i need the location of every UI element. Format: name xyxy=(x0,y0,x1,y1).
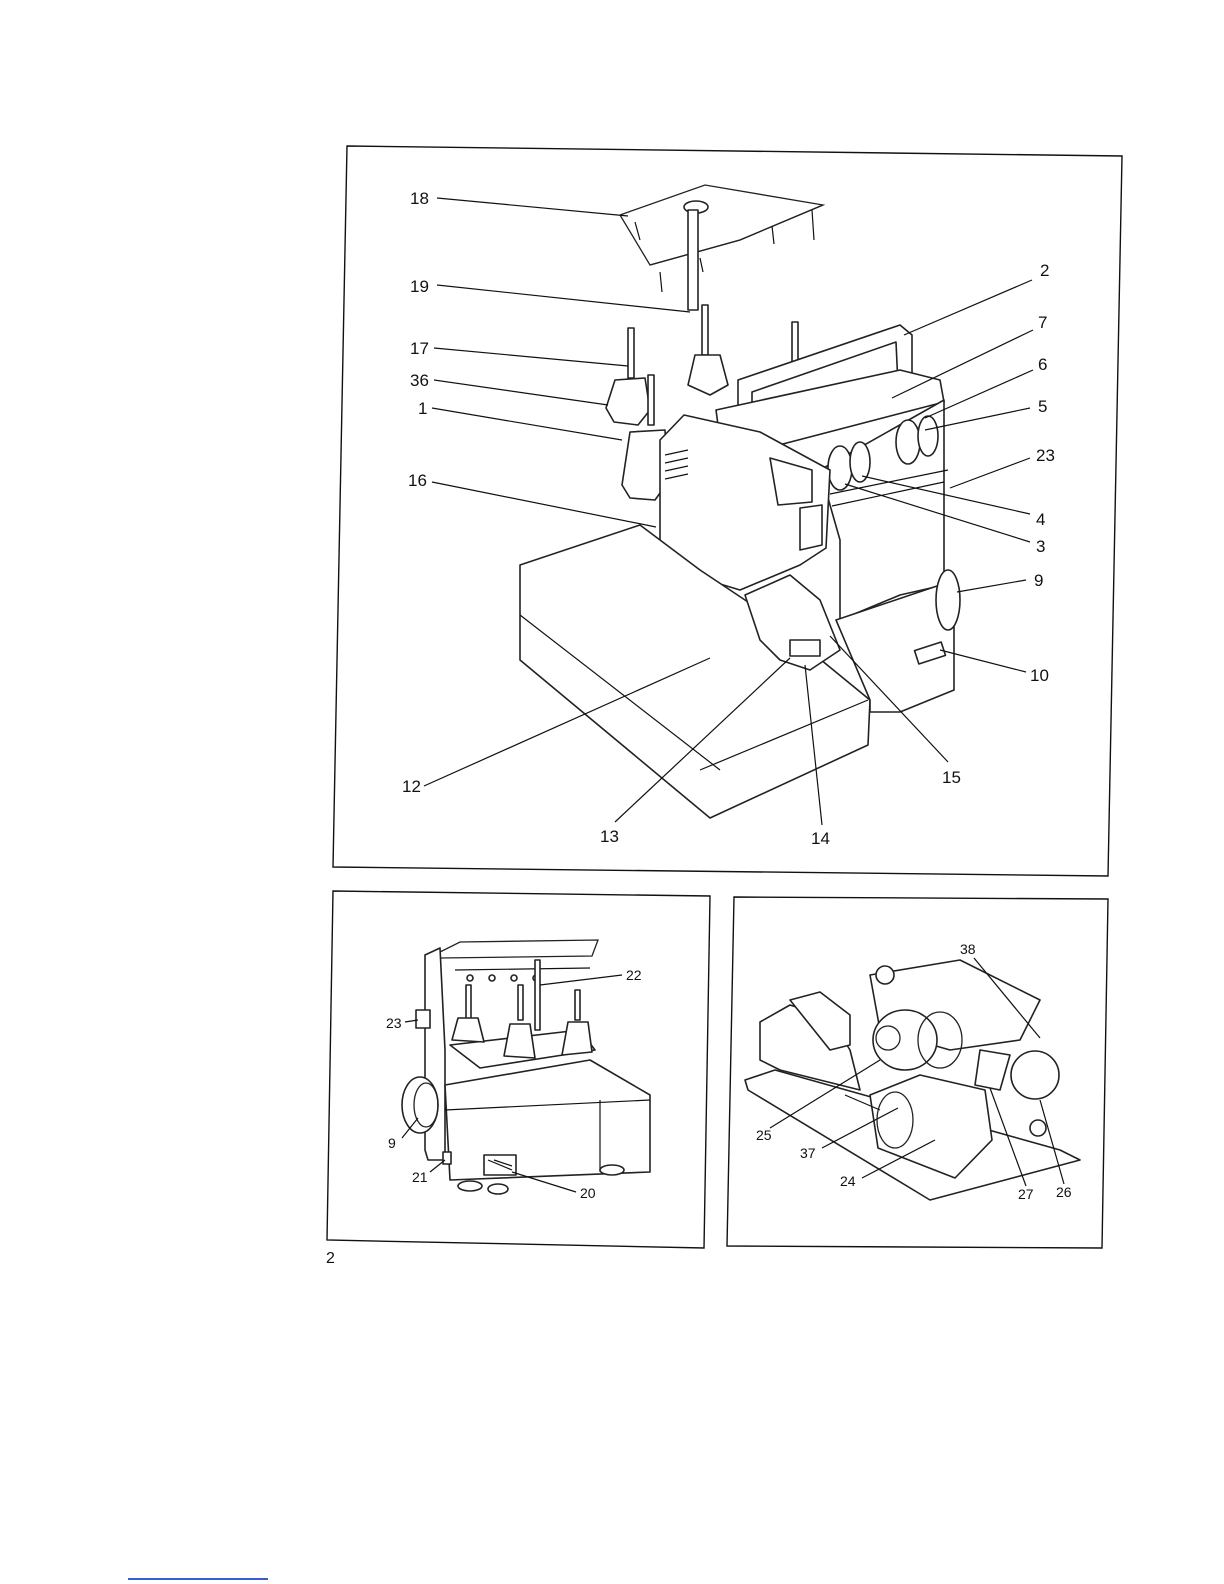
inner-label-24: 24 xyxy=(840,1173,856,1189)
main-label-7: 7 xyxy=(1038,313,1047,332)
main-label-18: 18 xyxy=(410,189,429,208)
main-label-15: 15 xyxy=(942,768,961,787)
rear-knob-23 xyxy=(416,1010,430,1028)
main-label-10: 10 xyxy=(1030,666,1049,685)
rear-thread-rack xyxy=(440,940,598,981)
rear-base xyxy=(445,1060,650,1180)
main-label-36: 36 xyxy=(410,371,429,390)
thread-guide-rack xyxy=(620,185,823,292)
main-figure: 18 19 17 36 1 16 2 7 6 5 23 4 3 9 10 15 … xyxy=(333,146,1122,876)
main-label-5: 5 xyxy=(1038,397,1047,416)
main-label-9: 9 xyxy=(1034,571,1043,590)
inner-gear-25 xyxy=(873,1010,937,1070)
rear-label-22: 22 xyxy=(626,967,642,983)
main-label-2: 2 xyxy=(1040,261,1049,280)
rear-label-20: 20 xyxy=(580,1185,596,1201)
inner-mechanism-figure: 38 25 37 24 27 26 xyxy=(727,897,1108,1248)
inner-label-27: 27 xyxy=(1018,1186,1034,1202)
inner-label-26: 26 xyxy=(1056,1184,1072,1200)
main-label-16: 16 xyxy=(408,471,427,490)
inner-label-25: 25 xyxy=(756,1127,772,1143)
footer-rule xyxy=(128,1578,268,1580)
main-label-6: 6 xyxy=(1038,355,1047,374)
main-label-3: 3 xyxy=(1036,537,1045,556)
thread-guide-pole xyxy=(688,210,698,310)
main-label-4: 4 xyxy=(1036,510,1045,529)
main-label-1: 1 xyxy=(418,399,427,418)
main-label-19: 19 xyxy=(410,277,429,296)
rear-view-frame xyxy=(327,891,710,1248)
rear-label-9: 9 xyxy=(388,1135,396,1151)
main-label-23: 23 xyxy=(1036,446,1055,465)
rear-label-23: 23 xyxy=(386,1015,402,1031)
main-label-17: 17 xyxy=(410,339,429,358)
rear-switch-21 xyxy=(443,1152,451,1164)
inner-label-38: 38 xyxy=(960,941,976,957)
rear-view-figure: 22 23 9 21 20 xyxy=(327,891,710,1248)
main-label-14: 14 xyxy=(811,829,830,848)
rear-label-21: 21 xyxy=(412,1169,428,1185)
inner-label-37: 37 xyxy=(800,1145,816,1161)
inner-gear-26 xyxy=(1011,1051,1059,1099)
main-label-12: 12 xyxy=(402,777,421,796)
main-label-13: 13 xyxy=(600,827,619,846)
page-number: 2 xyxy=(326,1250,335,1268)
machine-body xyxy=(520,370,960,818)
